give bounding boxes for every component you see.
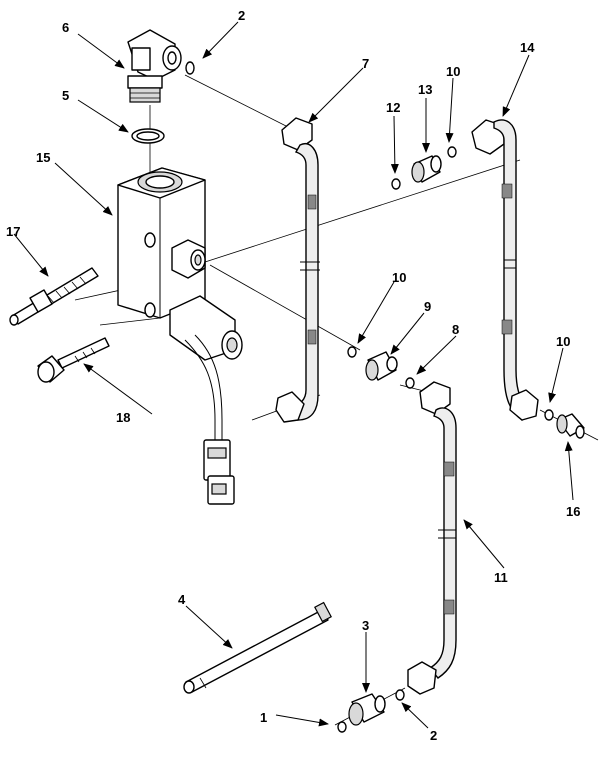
part-10-o-ring-right	[544, 409, 554, 421]
callout-10-right: 10	[556, 334, 570, 349]
callout-8: 8	[452, 322, 459, 337]
part-3-fitting	[348, 693, 386, 726]
part-8-o-ring	[405, 377, 415, 389]
part-6-pressure-switch	[127, 29, 182, 103]
leader-arrows	[13, 21, 574, 729]
part-11-o-ring	[391, 178, 401, 190]
callout-11: 12	[386, 100, 400, 115]
part-7-hose-left	[275, 117, 320, 423]
part-4-rod	[183, 601, 332, 694]
part-15-manifold-block	[117, 167, 206, 319]
part-2-o-ring-bottom	[395, 689, 405, 701]
part-14-hose-long	[407, 381, 457, 695]
part-2-o-ring-top	[185, 61, 195, 75]
part-1-o-ring	[337, 721, 347, 733]
part-16-fitting	[556, 413, 585, 439]
callout-10-middle: 10	[392, 270, 406, 285]
callout-7: 7	[362, 56, 369, 71]
part-17-long-bolt	[9, 267, 99, 326]
callout-1: 1	[260, 710, 267, 725]
callout-15: 15	[36, 150, 50, 165]
callout-12: 13	[418, 82, 432, 97]
callout-6: 6	[62, 20, 69, 35]
callout-2-top: 2	[238, 8, 245, 23]
part-9-fitting	[365, 351, 398, 381]
callout-4: 4	[178, 592, 186, 607]
callout-10-upper: 10	[446, 64, 460, 79]
callout-labels: 2 6 5 15 7 12 13 10 14 17 10 9 8 10 18 1…	[6, 8, 580, 743]
callout-18: 18	[116, 410, 130, 425]
callout-17: 17	[6, 224, 20, 239]
callout-14: 11	[494, 570, 508, 585]
callout-13: 14	[520, 40, 535, 55]
part-12-fitting	[411, 155, 442, 183]
callout-2-bottom: 2	[430, 728, 437, 743]
part-13-hose-right	[471, 119, 539, 421]
part-18-short-bolt	[37, 337, 110, 383]
part-10-o-ring-middle	[347, 346, 357, 358]
callout-16: 16	[566, 504, 580, 519]
callout-9: 9	[424, 299, 431, 314]
sensor-with-harness	[169, 295, 243, 505]
callout-5: 5	[62, 88, 69, 103]
callout-3: 3	[362, 618, 369, 633]
part-10-o-ring-upper	[447, 146, 457, 158]
